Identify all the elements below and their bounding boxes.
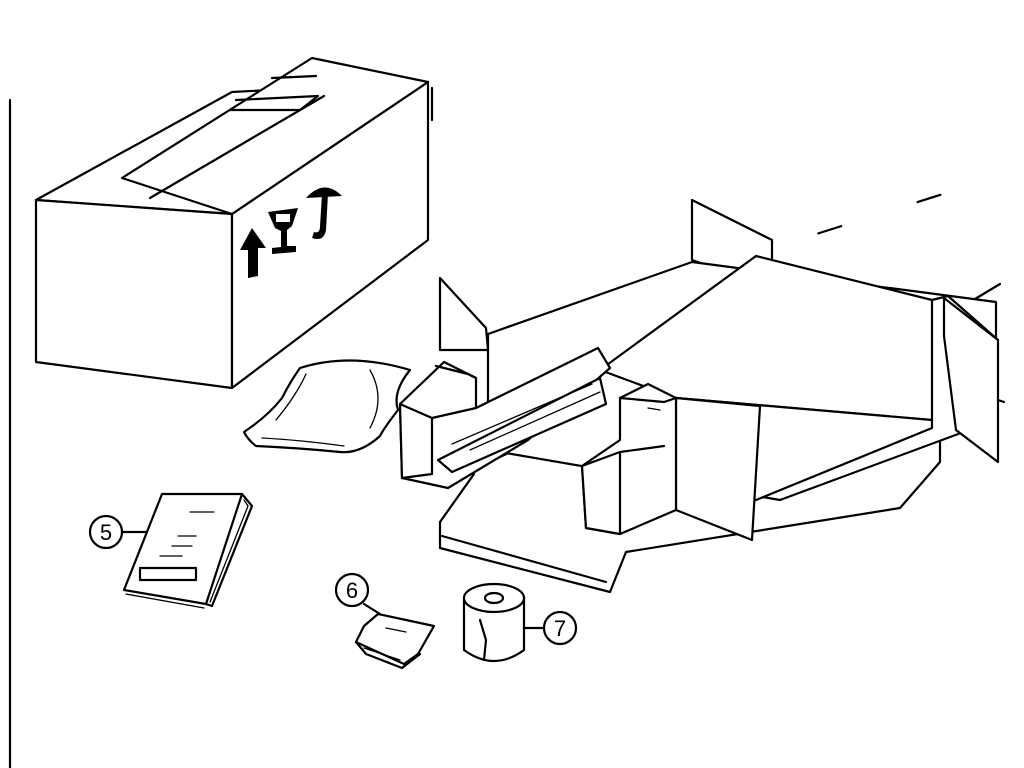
callout-6-label: 6 (346, 578, 358, 603)
carton-seam (148, 94, 326, 200)
paper-roll-core (483, 591, 505, 605)
callout-5-label: 5 (100, 520, 112, 545)
callout-7: 7 (542, 610, 578, 646)
tray-edge (440, 534, 608, 584)
callout-6-leader (362, 602, 382, 616)
arrow-up-icon (240, 228, 266, 278)
manual-pages (204, 492, 254, 608)
umbrella-icon (306, 187, 342, 239)
packed-printer-unit (398, 174, 1006, 594)
callout-7-label: 7 (554, 616, 566, 641)
small-packet (354, 612, 436, 670)
manual-booklet (122, 492, 254, 609)
callout-5: 5 (88, 514, 124, 550)
right-foam-end-cap (580, 382, 678, 536)
fragile-glass-icon (268, 208, 298, 254)
dashed-guide-top (618, 174, 1002, 298)
left-sleeve-flap (438, 276, 490, 352)
carton-tape (228, 94, 320, 112)
carton-front-face (34, 198, 234, 390)
paper-roll-edge (478, 618, 488, 662)
packet-body (354, 612, 436, 666)
callout-6: 6 (334, 572, 370, 608)
paper-roll (462, 582, 526, 662)
shipping-carton (34, 56, 434, 390)
right-sleeve-edge (930, 294, 1000, 342)
manual-cover (122, 492, 244, 606)
plastic-bag (242, 359, 412, 454)
left-foam-end-cap (398, 346, 612, 490)
manual-label-box (138, 566, 198, 582)
carton-flap (120, 56, 430, 216)
carton-tape-top (270, 74, 318, 80)
